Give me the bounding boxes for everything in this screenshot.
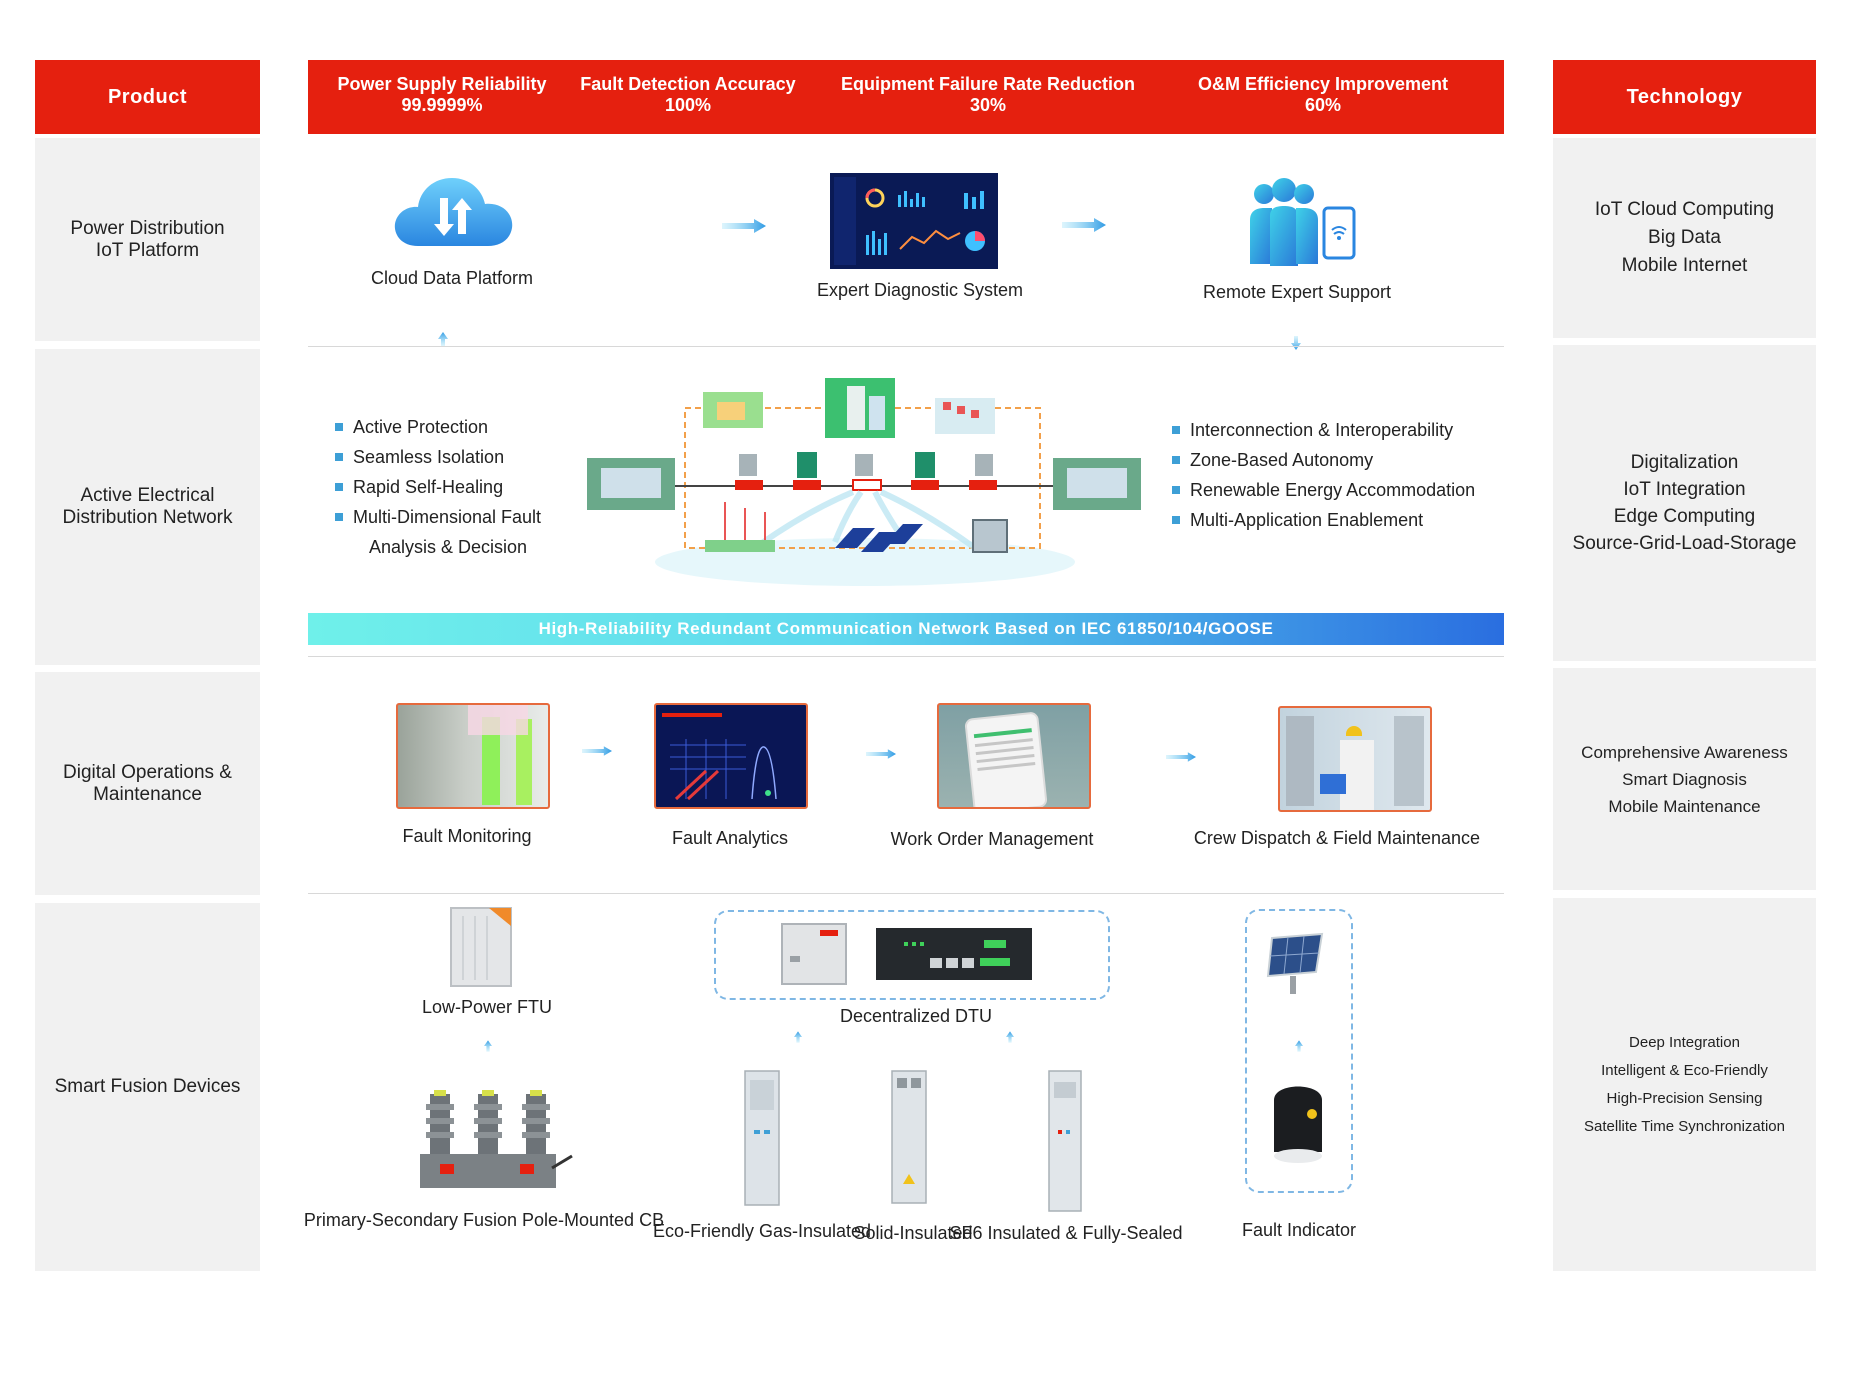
analytics-chart-icon: [662, 713, 777, 801]
metric-reliability: Power Supply Reliability 99.9999%: [337, 74, 546, 116]
fault-analytics-label: Fault Analytics: [671, 828, 789, 848]
metric-value: 99.9999%: [401, 95, 483, 115]
cloud-data-platform-label: Cloud Data Platform: [370, 268, 534, 288]
up-arrow-icon: [438, 332, 448, 346]
sf6-insulated-label: SF6 Insulated & Fully-Sealed: [949, 1223, 1183, 1243]
product-label: Smart Fusion Devices: [54, 1076, 241, 1097]
list-item: Multi-Application Enablement: [1172, 505, 1475, 535]
metrics-bar: Power Supply Reliability 99.9999% Fault …: [308, 60, 1504, 134]
row-divider: [308, 893, 1504, 894]
metric-label: O&M Efficiency Improvement: [1197, 74, 1449, 94]
product-cell-platform: Power Distribution IoT Platform: [35, 138, 260, 341]
metric-value: 60%: [1304, 95, 1342, 115]
list-item: Interconnection & Interoperability: [1172, 415, 1475, 445]
product-column-header: Product: [35, 60, 260, 134]
decentralized-dtu-label: Decentralized DTU: [839, 1006, 993, 1026]
cloud-upload-icon: [394, 178, 513, 246]
flow-arrow-icon: [866, 749, 896, 759]
technology-cell-network: Digitalization IoT Integration Edge Comp…: [1553, 345, 1816, 661]
sf6-cabinet-icon: [1048, 1070, 1082, 1212]
field-maintenance-photo: [1278, 706, 1432, 812]
pole-mounted-cb-label: Primary-Secondary Fusion Pole-Mounted CB: [303, 1210, 665, 1230]
fault-monitoring-photo: [396, 703, 550, 809]
remote-expert-people-icon: [1250, 178, 1356, 266]
metric-label: Equipment Failure Rate Reduction: [840, 74, 1136, 94]
technology-cell-platform: IoT Cloud Computing Big Data Mobile Inte…: [1553, 138, 1816, 338]
list-item: Multi-Dimensional Fault: [335, 502, 541, 532]
remote-expert-support-label: Remote Expert Support: [1202, 282, 1392, 302]
work-order-phone-photo: [937, 703, 1091, 809]
up-arrow-icon: [484, 1040, 492, 1052]
fault-indicator-group-box: [1245, 909, 1353, 1193]
flow-arrow-icon: [722, 219, 766, 233]
work-order-management-label: Work Order Management: [890, 829, 1094, 849]
list-item: Renewable Energy Accommodation: [1172, 475, 1475, 505]
metric-label: Power Supply Reliability: [337, 74, 547, 94]
metric-failure-reduction: Equipment Failure Rate Reduction 30%: [841, 74, 1135, 116]
crew-dispatch-label: Crew Dispatch & Field Maintenance: [1193, 828, 1481, 848]
flow-arrow-icon: [1166, 752, 1196, 762]
product-label: Power Distribution IoT Platform: [70, 217, 225, 261]
technology-label: Digitalization IoT Integration Edge Comp…: [1572, 452, 1797, 554]
product-label: Digital Operations & Maintenance: [63, 761, 232, 805]
up-arrow-icon: [1006, 1031, 1014, 1043]
fault-monitoring-label: Fault Monitoring: [402, 826, 532, 846]
down-arrow-icon: [1291, 336, 1301, 350]
communication-network-bar: High-Reliability Redundant Communication…: [308, 613, 1504, 645]
list-item: Rapid Self-Healing: [335, 472, 541, 502]
row-divider: [308, 656, 1504, 657]
technology-label: Comprehensive Awareness Smart Diagnosis …: [1581, 742, 1788, 816]
low-power-ftu-label: Low-Power FTU: [421, 997, 553, 1017]
technology-label: Deep Integration Intelligent & Eco-Frien…: [1584, 1033, 1785, 1135]
product-label: Active Electrical Distribution Network: [62, 485, 233, 528]
active-network-illustration: [587, 378, 1141, 586]
dtu-group-box: [714, 910, 1110, 1000]
product-cell-devices: Smart Fusion Devices: [35, 903, 260, 1271]
gas-insulated-cabinet-icon: [744, 1070, 780, 1206]
pole-mounted-cb-icon: [420, 1090, 573, 1188]
row-divider: [308, 346, 1504, 347]
solar-panel-icon: [1266, 932, 1324, 994]
dtu-rack-unit-icon: [876, 928, 1032, 980]
network-feature-list-left: Active Protection Seamless Isolation Rap…: [335, 412, 541, 562]
fault-analytics-screen: [654, 703, 808, 809]
technology-cell-devices: Deep Integration Intelligent & Eco-Frien…: [1553, 898, 1816, 1271]
metric-value: 30%: [969, 95, 1007, 115]
technology-cell-om: Comprehensive Awareness Smart Diagnosis …: [1553, 668, 1816, 890]
communication-network-label: High-Reliability Redundant Communication…: [538, 619, 1274, 638]
product-cell-om: Digital Operations & Maintenance: [35, 672, 260, 895]
technology-column-header: Technology: [1553, 60, 1816, 134]
flow-arrow-icon: [1062, 218, 1106, 232]
list-item: Zone-Based Autonomy: [1172, 445, 1475, 475]
list-item-continuation: Analysis & Decision: [369, 537, 528, 557]
network-feature-list-right: Interconnection & Interoperability Zone-…: [1172, 415, 1475, 535]
technology-label: IoT Cloud Computing Big Data Mobile Inte…: [1594, 199, 1775, 276]
list-item: Seamless Isolation: [335, 442, 541, 472]
expert-diagnostic-system-label: Expert Diagnostic System: [816, 280, 1024, 300]
dtu-enclosure-icon: [781, 923, 847, 985]
metric-value: 100%: [664, 95, 712, 115]
solid-insulated-cabinet-icon: [891, 1070, 927, 1204]
ftu-enclosure-icon: [450, 907, 512, 987]
diagnostic-dashboard-icon: [830, 173, 998, 269]
up-arrow-icon: [1295, 1040, 1303, 1052]
metric-label: Fault Detection Accuracy: [580, 74, 796, 94]
solid-insulated-label: Solid-Insulated: [853, 1223, 973, 1243]
list-item: Active Protection: [335, 412, 541, 442]
metric-accuracy: Fault Detection Accuracy 100%: [580, 74, 795, 116]
gas-insulated-label: Eco-Friendly Gas-Insulated: [652, 1221, 872, 1241]
fault-indicator-device-icon: [1274, 1086, 1322, 1163]
fault-indicator-label: Fault Indicator: [1241, 1220, 1357, 1240]
metric-om-efficiency: O&M Efficiency Improvement 60%: [1198, 74, 1448, 116]
product-cell-network: Active Electrical Distribution Network: [35, 349, 260, 665]
up-arrow-icon: [794, 1031, 802, 1043]
flow-arrow-icon: [582, 746, 612, 756]
